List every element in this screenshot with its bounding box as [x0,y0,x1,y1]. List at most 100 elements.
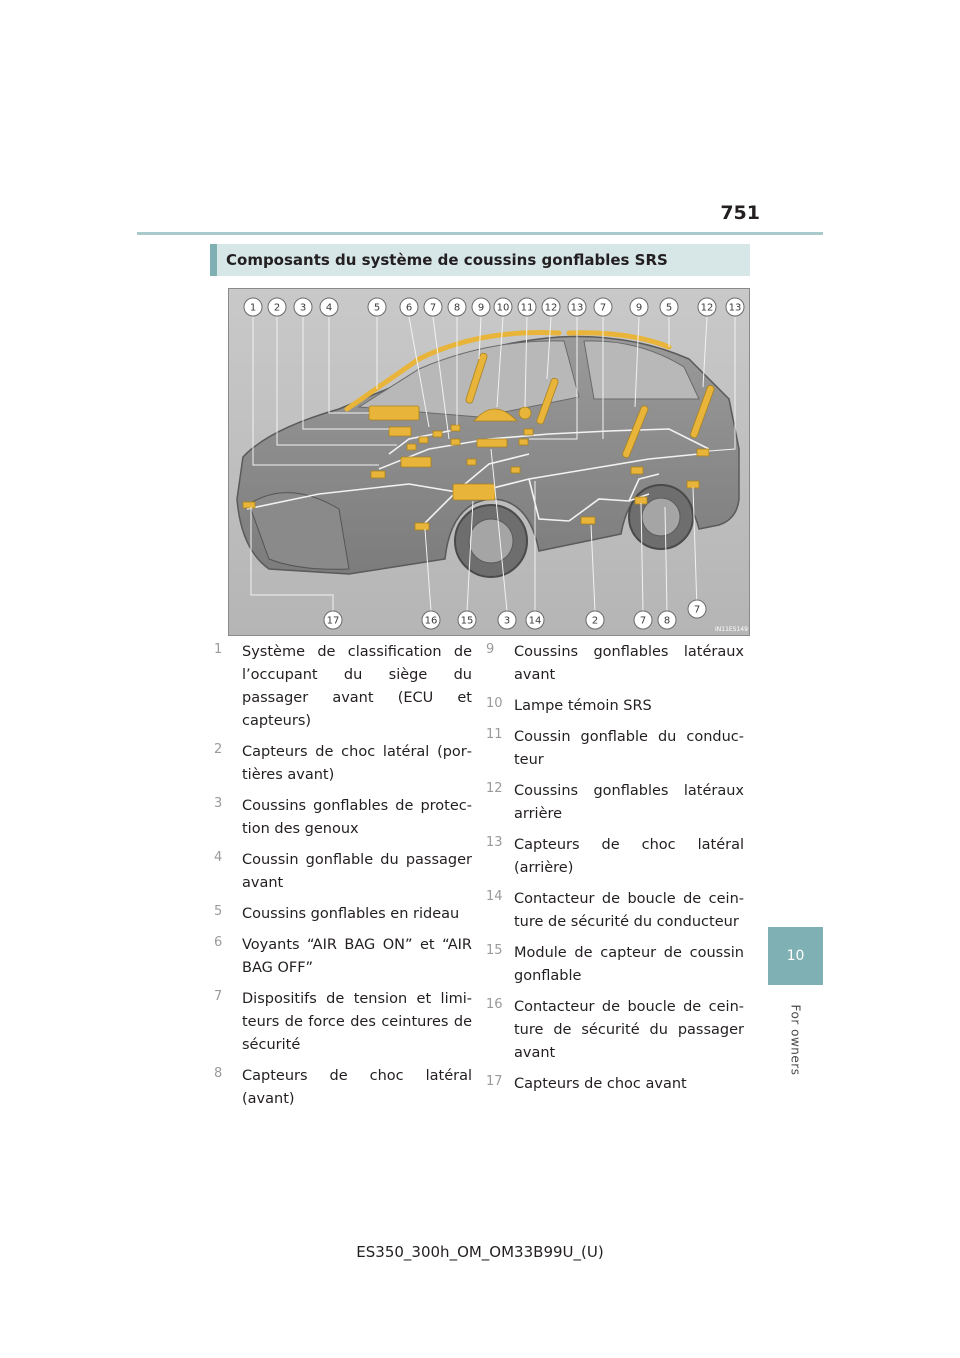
callout-label: 7 [640,616,646,627]
srs-lamp [518,406,532,420]
item-text: Dispositifs de tension et limi­teurs de … [242,991,472,1053]
callout-label: 15 [461,616,474,627]
item-text: Capteurs de choc latéral (arrière) [514,837,744,876]
rear-wheel-rim [641,497,681,537]
callout-circle [457,610,477,630]
callout-label: 7 [430,303,436,314]
occupant-classification-ecu [400,456,432,468]
callout-circle [659,297,679,317]
knee-airbag-driver [476,438,508,448]
callout-label: 7 [600,303,606,314]
front-side-airbag-right [536,377,559,425]
sensors [242,424,710,531]
callout-circle [593,297,613,317]
callout-label: 9 [636,303,642,314]
item-number: 13 [486,835,503,850]
callout-circle [687,599,707,619]
item-number: 16 [486,997,503,1012]
callout-circle [525,610,545,630]
header-rule [137,232,823,235]
callout-circle [517,297,537,317]
item-text: Coussins gonflables latéraux arrière [514,783,744,822]
callout-circle [471,297,491,317]
callout-circle [629,297,649,317]
item-text: Capteurs de choc latéral (por­tières ava… [242,744,472,783]
item-text: Capteurs de choc latéral (avant) [242,1068,472,1107]
bottom-leader-lines [250,448,698,612]
callout-label: 11 [521,303,534,314]
front-side-airbag [465,352,488,404]
callout-circle [657,610,677,630]
airbag-modules [368,352,715,501]
item-number: 17 [486,1074,503,1089]
callout-label: 3 [300,303,306,314]
top-leader-lines [252,316,736,466]
callout-label: 4 [326,303,332,314]
curtain-airbag-front [344,330,562,412]
front-wheel-rim [468,518,514,564]
airbag-sensor-module [452,483,496,501]
rear-side-airbag [622,405,649,458]
callout-circle [367,297,387,317]
item-number: 7 [214,989,223,1004]
callout-label: 2 [274,303,280,314]
item-text: Contacteur de boucle de cein­ture de séc… [514,999,744,1061]
item-number: 2 [214,742,223,757]
callout-circle [423,297,443,317]
section-title: Composants du système de coussins gonfla… [210,244,750,276]
item-text: Voyants “AIR BAG ON” et “AIR BAG OFF” [242,937,472,976]
callout-label: 10 [497,303,510,314]
airbag-diagram-svg: 1 2 3 4 5 6 7 8 9 10 11 12 13 7 9 5 12 1… [229,289,749,635]
callout-label: 9 [478,303,484,314]
page-number: 751 [720,202,760,224]
callout-label: 7 [694,605,700,616]
callout-label: 1 [250,303,256,314]
item-number: 3 [214,796,223,811]
callout-circle [293,297,313,317]
car-grille [248,492,350,570]
callout-circle [697,297,717,317]
item-text: Capteurs de choc avant [514,1076,687,1092]
list-item: 16 Contacteur de boucle de cein­ture de s… [486,996,744,1065]
list-item: 9 Coussins gonflables latéraux avant [486,641,744,687]
callout-label: 14 [529,616,542,627]
rear-side-airbag-right [690,385,715,439]
callout-circle [319,297,339,317]
bottom-callouts: 17 16 15 3 14 2 7 8 7 [323,599,707,630]
callout-label: 17 [327,616,340,627]
callout-circle [567,297,587,317]
callout-circle [633,610,653,630]
callout-circle [323,610,343,630]
callout-label: 8 [664,616,670,627]
callout-circle [541,297,561,317]
callout-label: 12 [545,303,558,314]
callout-label: 13 [729,303,742,314]
driver-airbag [473,408,518,422]
item-text: Coussin gonflable du conduc­teur [514,729,744,768]
callout-circle [585,610,605,630]
figure-code: IN11ES149 [715,626,748,633]
chapter-label-text: For owners [788,1004,802,1076]
list-item: 2 Capteurs de choc latéral (por­tières av… [214,741,472,787]
item-text: Module de capteur de coussin gonflable [514,945,744,984]
airbag-diagram: 1 2 3 4 5 6 7 8 9 10 11 12 13 7 9 5 12 1… [228,288,750,636]
item-number: 9 [486,642,495,657]
chapter-number: 10 [786,948,805,964]
list-item: 7 Dispositifs de tension et limi­teurs de… [214,988,472,1057]
callout-circle [447,297,467,317]
knee-airbag-passenger [388,426,412,437]
item-number: 10 [486,696,503,711]
item-text: Coussins gonflables latéraux avant [514,644,744,683]
list-item: 8 Capteurs de choc latéral (avant) [214,1065,472,1111]
item-number: 8 [214,1066,223,1081]
callout-label: 5 [374,303,380,314]
